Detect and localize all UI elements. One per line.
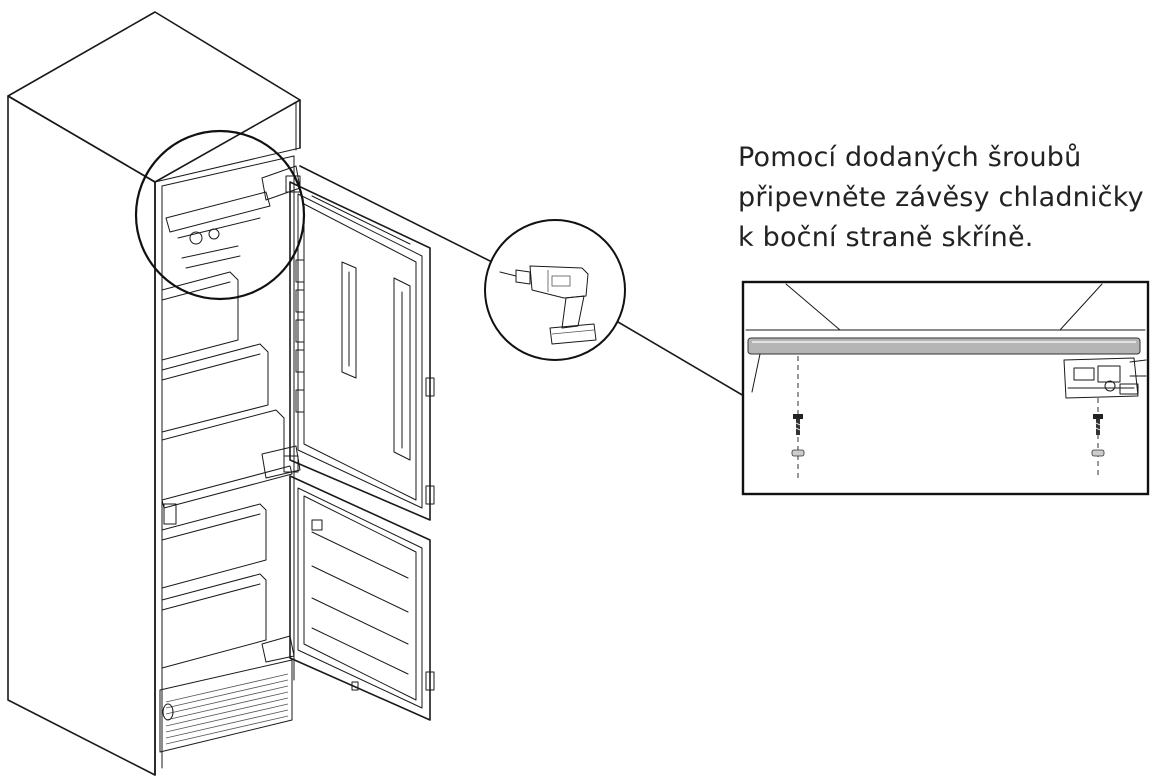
refrigerator-body [159, 191, 293, 753]
ventilation-grille [165, 673, 289, 745]
screw-icon [793, 414, 803, 435]
hinge-bar [747, 337, 1141, 355]
lower-door [289, 475, 435, 721]
washer-icon [791, 449, 805, 457]
leader-line-detail [617, 321, 745, 397]
instruction-line-3: k boční straně skříně. [738, 222, 1034, 253]
magnifier-circle-hinge [134, 129, 306, 301]
cabinet [7, 11, 301, 776]
instruction-text: Pomocí dodaných šroubů připevněte závěsy… [738, 138, 1148, 258]
hinge-mechanism-right [1063, 357, 1147, 399]
instruction-line-2: připevněte závěsy chladničky [738, 182, 1144, 213]
door-bins-upper [295, 259, 305, 413]
washer-icon [1091, 449, 1105, 457]
detail-box [741, 280, 1150, 496]
drill-callout [484, 219, 626, 361]
door-shelves-lower [311, 531, 409, 675]
instruction-line-1: Pomocí dodaných šroubů [738, 142, 1082, 173]
screw-icon [1093, 414, 1103, 435]
leader-line [299, 165, 497, 265]
upper-door [289, 181, 435, 521]
cordless-drill-icon [499, 265, 597, 345]
